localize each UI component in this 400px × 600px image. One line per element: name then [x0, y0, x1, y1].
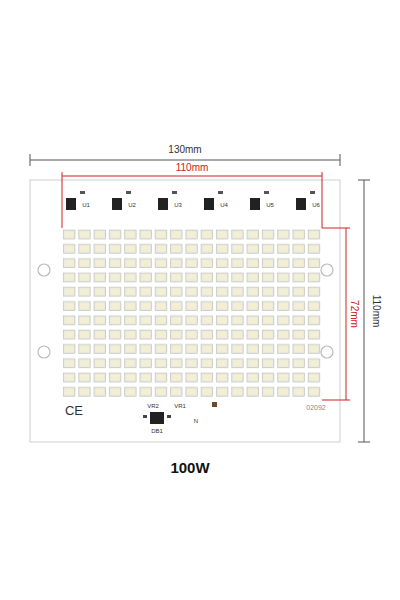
rectifier-bridge: [150, 412, 164, 424]
rectifier-pin: [143, 415, 147, 418]
board-code: 02092: [306, 404, 325, 411]
driver-ics: [66, 198, 306, 210]
caption: 100W: [170, 460, 209, 475]
dimension-label: 110mm: [176, 163, 209, 173]
dimension-label: 130mm: [168, 145, 201, 155]
led-area-height-dimension: [322, 228, 350, 400]
part-name: U4: [220, 202, 228, 208]
rectifier-pin: [167, 415, 171, 418]
mounting-holes: [38, 264, 333, 358]
led-area-width-dimension: [62, 172, 322, 228]
part-name: N: [194, 418, 198, 424]
capacitor: [212, 402, 217, 407]
part-name: U5: [266, 202, 274, 208]
part-name: VR2: [147, 403, 159, 409]
aluminium-board: [30, 180, 340, 442]
height-dimension: [358, 180, 370, 442]
part-name: U2: [128, 202, 136, 208]
ce-mark: CE: [65, 404, 83, 417]
led-matrix: [62, 228, 322, 400]
part-name: DB1: [151, 428, 163, 434]
dimension-label: 110mm: [371, 295, 381, 328]
part-name: VR1: [174, 403, 186, 409]
smd-resistors: [80, 191, 315, 194]
part-name: U6: [312, 202, 320, 208]
part-name: U3: [174, 202, 182, 208]
dimension-label: 72mm: [349, 300, 359, 328]
part-name: U1: [82, 202, 90, 208]
